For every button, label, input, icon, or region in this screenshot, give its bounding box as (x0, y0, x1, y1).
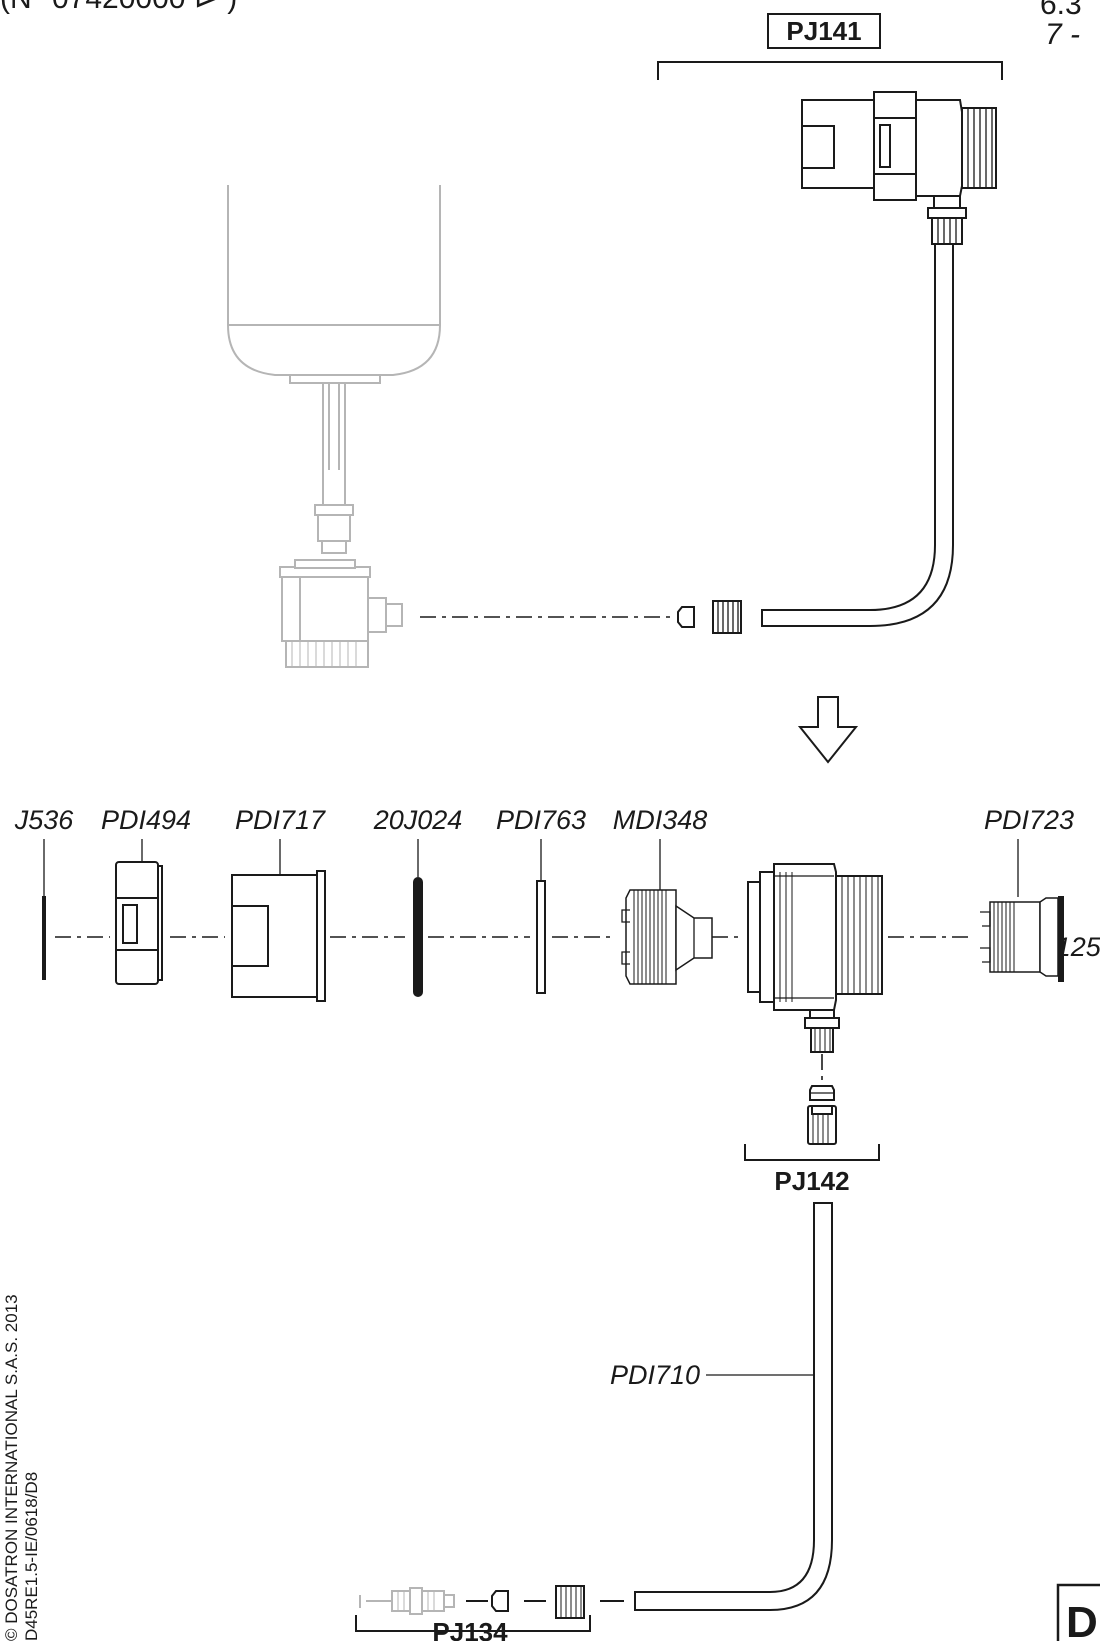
down-arrow-icon (797, 696, 859, 764)
kit-pj141-label: PJ141 (786, 16, 861, 46)
leader-lines (43, 839, 1057, 950)
part-jdi125-ring (1058, 896, 1064, 982)
part-20j024-oring (413, 877, 423, 997)
kit-pj134-bracket (355, 1615, 591, 1632)
label-pdi723: PDI723 (984, 805, 1074, 835)
step-number: 7 - (1045, 18, 1080, 51)
part-pdi723-valve (980, 896, 1064, 982)
kit-pj141-box (767, 13, 881, 49)
part-main-body (747, 863, 883, 1053)
section-number: 6.3 (1040, 0, 1082, 21)
pj141-tube (761, 244, 954, 627)
part-pdi763-washer (536, 880, 546, 994)
kit-pj134-parts (359, 1585, 624, 1619)
part-pj142-nut (807, 1105, 837, 1145)
page-letter-box: D (1056, 1583, 1100, 1641)
pj141-nut (712, 600, 742, 634)
copyright-side-text: © DOSATRON INTERNATIONAL S.A.S. 2013 D45… (2, 1294, 41, 1641)
kit-pj141-group: PJ141 (657, 13, 1003, 634)
pump-outline-context (227, 185, 441, 668)
part-pdi717-cap (231, 870, 326, 1002)
part-pdi710-tube (634, 1202, 833, 1611)
pj141-housing (801, 91, 997, 245)
part-pj142-ferrule (809, 1085, 835, 1101)
kit-pj142-label: PJ142 (774, 1166, 849, 1196)
label-pdi763: PDI763 (496, 805, 586, 835)
model-range-label: (N° 07420000 ⊳ ) (0, 0, 237, 15)
part-mdi348-valve (621, 889, 713, 985)
label-pdi494: PDI494 (101, 805, 191, 835)
kit-pj142-bracket (744, 1144, 880, 1161)
kit-pj141-bracket (657, 61, 1003, 80)
part-j536-oring (42, 896, 46, 980)
document-ref-line: D45RE1.5-IE/0618/D8 (22, 1472, 41, 1641)
label-pdi710: PDI710 (610, 1360, 700, 1390)
part-pdi494-nut (115, 861, 163, 985)
label-20j024: 20J024 (373, 805, 463, 835)
label-pdi717: PDI717 (235, 805, 326, 835)
pj141-ferrule (677, 606, 695, 628)
kit-pj134-label: PJ134 (432, 1617, 508, 1641)
copyright-line: © DOSATRON INTERNATIONAL S.A.S. 2013 (2, 1294, 21, 1641)
label-mdi348: MDI348 (613, 805, 708, 835)
label-j536: J536 (14, 805, 75, 835)
page-letter: D (1066, 1598, 1098, 1641)
